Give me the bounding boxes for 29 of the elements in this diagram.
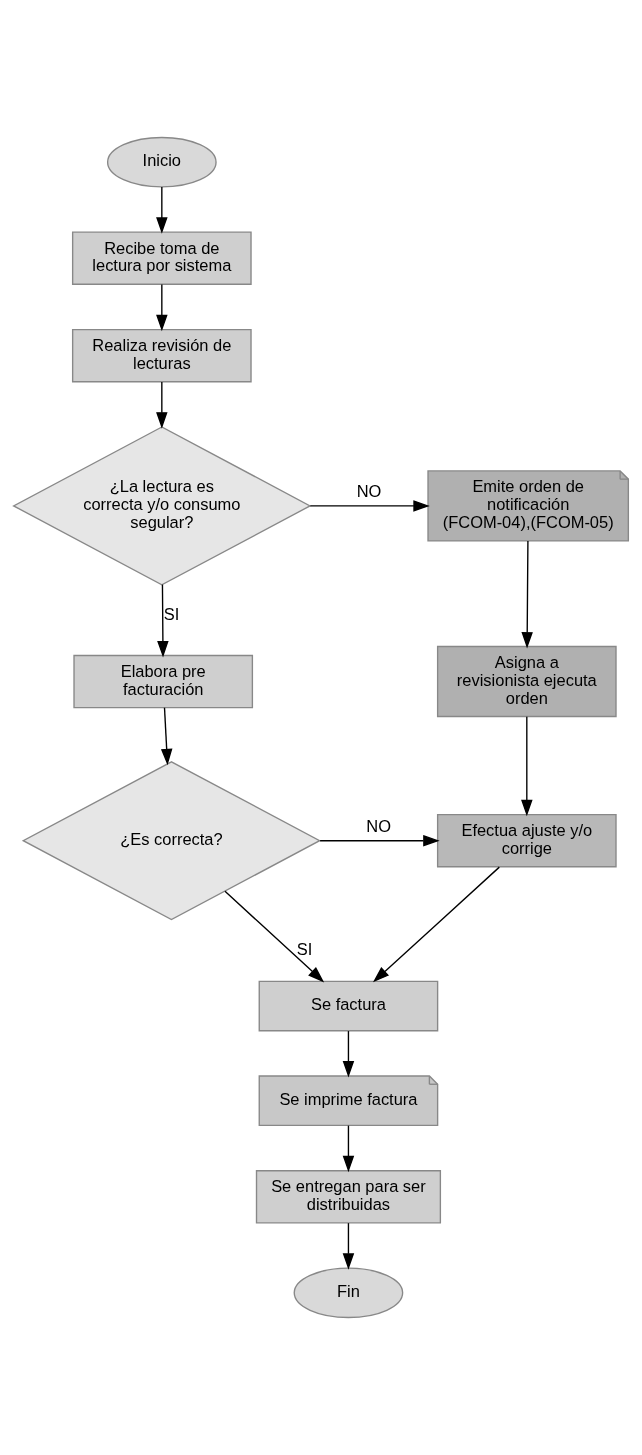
- edge-label: NO: [356, 482, 382, 501]
- arrow: [342, 1222, 355, 1270]
- node-box: Recibe toma de lectura por sistema: [71, 231, 252, 285]
- edge-label: SI: [163, 604, 180, 623]
- arrow: [521, 716, 533, 817]
- node-box: Se factura: [258, 980, 439, 1032]
- arrow: [319, 834, 440, 847]
- arrow: [156, 283, 168, 332]
- arrow: [309, 500, 430, 512]
- edge-label: SI: [296, 939, 313, 958]
- node-box: Elabora pre facturación: [73, 654, 254, 709]
- arrow: [157, 583, 169, 658]
- node-diamond: ¿Es correcta?: [21, 761, 322, 921]
- arrow: [372, 866, 500, 983]
- node-box: Se entregan para ser distribuidas: [255, 1170, 442, 1224]
- arrow: [156, 381, 168, 429]
- arrow: [342, 1030, 355, 1078]
- arrow: [224, 890, 325, 983]
- arrow: [342, 1124, 355, 1173]
- node-diamond: ¿La lectura es correcta y/o consumo segular?: [12, 426, 312, 586]
- node-ellipse: Fin: [293, 1267, 404, 1319]
- arrow: [160, 707, 173, 766]
- arrow: [521, 540, 533, 649]
- node-box: Efectua ajuste y/o corrige: [436, 813, 617, 868]
- edge-label: NO: [366, 816, 391, 835]
- arrow: [156, 186, 168, 234]
- node-ellipse: Inicio: [106, 136, 217, 188]
- node-box: Realiza revisión de lecturas: [71, 328, 252, 383]
- node-box: Asigna a revisionista ejecuta orden: [436, 645, 617, 718]
